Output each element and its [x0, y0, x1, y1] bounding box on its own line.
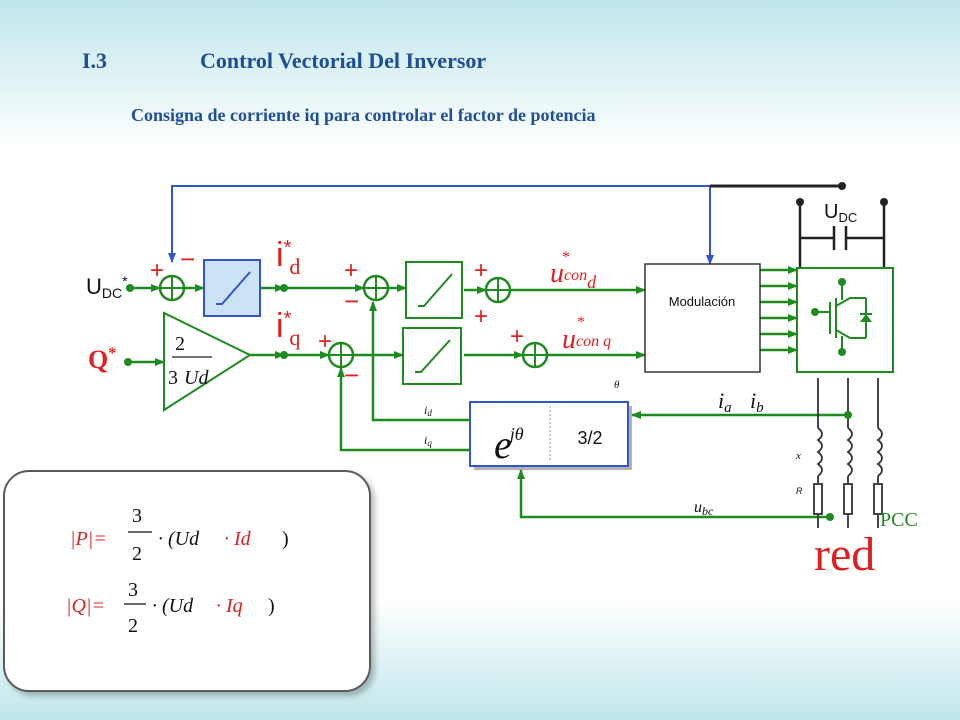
dc-capacitor	[798, 202, 886, 270]
svg-text:+: +	[474, 257, 488, 284]
svg-text:iq: iq	[424, 433, 432, 448]
iq-feedback-label: i	[424, 433, 427, 447]
ia-label: i	[718, 388, 724, 413]
id-ref-label: i	[276, 236, 284, 274]
q-formula-num: 3	[128, 579, 138, 601]
ucond-label: u	[550, 258, 564, 289]
q-ref-label: Q	[88, 345, 108, 374]
modulation-block	[644, 263, 761, 373]
power-formula-box	[3, 470, 371, 692]
section-title: Control Vectorial Del Inversor	[200, 48, 487, 73]
q-formula-rhs: · (Ud	[152, 595, 194, 617]
svg-text:UDC: UDC	[824, 201, 857, 225]
svg-text:−: −	[180, 244, 195, 274]
svg-text:*: *	[562, 249, 570, 266]
svg-text:i*d: i*d	[276, 236, 300, 279]
terminal-dot	[838, 182, 846, 190]
gain-denominator-var: Ud	[184, 367, 209, 389]
page-subtitle: Consigna de corriente iq para controlar …	[131, 105, 596, 125]
theta-label: θ	[614, 379, 620, 391]
q-formula-close: )	[268, 595, 275, 617]
p-formula-var: · Id	[224, 528, 252, 550]
svg-text:−: −	[344, 360, 359, 390]
svg-text:UDC*: UDC*	[86, 273, 128, 301]
svg-text:+: +	[474, 303, 488, 330]
p-formula-close: )	[282, 528, 289, 550]
id-ref-terminal	[280, 284, 288, 292]
p-formula-lhs: |P|=	[70, 528, 107, 550]
svg-text:+: +	[150, 257, 164, 284]
transform-exp-base: e	[494, 422, 512, 467]
pi-controller-id	[405, 261, 463, 319]
svg-text:i*q: i*q	[276, 307, 300, 350]
grid-label: red	[814, 528, 875, 581]
udc-ref-terminal	[126, 284, 134, 292]
pi-controller-udc	[203, 259, 261, 317]
r-label: R	[796, 486, 803, 496]
svg-text:−: −	[344, 286, 359, 316]
pcc-label: PCC	[880, 509, 918, 531]
svg-text:+: +	[344, 257, 358, 284]
ib-label: i	[750, 388, 756, 413]
q-ref-terminal	[124, 358, 132, 366]
x-label: x	[795, 450, 801, 462]
svg-text:Q*: Q*	[88, 345, 116, 374]
svg-text:ucond: ucond	[550, 258, 597, 292]
udc-cap-label: U	[824, 201, 838, 223]
ac-filter	[813, 378, 883, 528]
svg-text:ia: ia	[718, 388, 732, 416]
id-feedback-label: i	[424, 403, 427, 417]
iq-ref-terminal	[280, 351, 288, 359]
park-transform-block	[469, 401, 632, 470]
q-formula-var: · Iq	[216, 595, 243, 617]
wire-id-feedback	[369, 301, 470, 422]
q-formula-den: 2	[128, 615, 138, 637]
pi-controller-iq	[402, 327, 462, 385]
svg-text:3Ud: 3 Ud	[168, 367, 209, 389]
gain-block	[163, 311, 253, 412]
iq-ref-label: i	[276, 307, 284, 345]
inverter-block	[796, 267, 894, 373]
udc-ref-label: U	[86, 274, 102, 299]
svg-text:id: id	[424, 403, 432, 418]
gain-denominator-num: 3	[168, 367, 178, 389]
p-formula-num: 3	[132, 505, 142, 527]
svg-text:ubc: ubc	[694, 499, 714, 518]
svg-text:+: +	[510, 323, 524, 350]
ubc-label: u	[694, 499, 702, 516]
svg-text:ib: ib	[750, 388, 764, 416]
page-title: I.3 Control Vectorial Del Inversor	[82, 48, 486, 74]
p-formula-rhs: · (Ud	[158, 528, 200, 550]
wire-iq-feedback	[337, 367, 470, 452]
svg-text:+: +	[318, 328, 332, 355]
gain-numerator: 2	[175, 333, 185, 355]
uconq-label: u	[562, 324, 576, 355]
transform-ratio: 3/2	[577, 428, 602, 448]
svg-text:*: *	[577, 314, 585, 331]
q-formula-lhs: |Q|=	[66, 595, 105, 617]
p-formula-den: 2	[132, 543, 142, 565]
section-number: I.3	[82, 48, 108, 73]
wire-ubc	[517, 469, 830, 519]
wire-udc-feedback	[168, 185, 710, 263]
modulation-label: Modulación	[669, 294, 736, 309]
svg-text:ejθ: ejθ	[494, 422, 524, 467]
